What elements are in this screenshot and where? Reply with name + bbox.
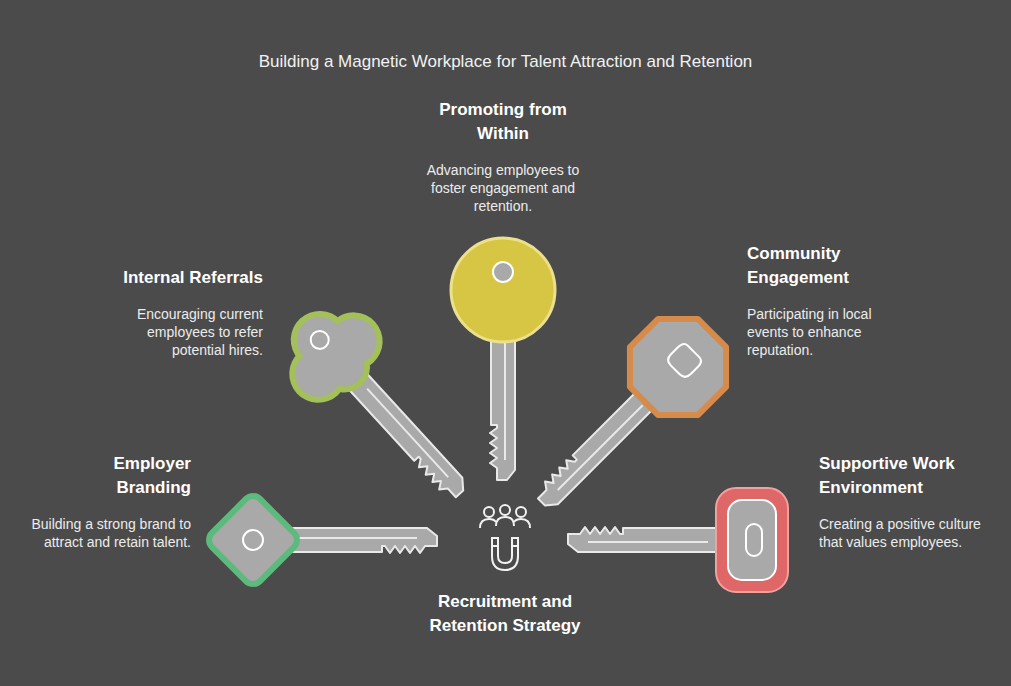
key-part <box>492 538 518 570</box>
octagon-key <box>508 299 746 537</box>
key-part <box>514 519 530 528</box>
key-part <box>451 238 555 342</box>
key-heading: Internal Referrals <box>103 266 263 290</box>
referrals-key-label: Internal ReferralsEncouraging current em… <box>103 266 263 359</box>
key-part <box>716 488 788 592</box>
key-part <box>287 528 437 553</box>
key-part <box>480 519 496 528</box>
strategy-label: Recruitment and Retention Strategy <box>415 590 595 638</box>
key-heading: Promoting from Within <box>418 98 588 146</box>
key-part <box>493 262 513 282</box>
diamond-key <box>205 492 437 588</box>
key-description: Participating in local events to enhance… <box>747 305 897 359</box>
key-part <box>349 375 469 502</box>
key-description: Encouraging current employees to refer p… <box>103 305 263 359</box>
key-heading: Supportive Work Environment <box>819 452 984 500</box>
key-description: Creating a positive culture that values … <box>819 515 984 551</box>
key-part <box>500 505 510 515</box>
key-part <box>261 283 401 422</box>
key-part <box>490 330 515 480</box>
key-part <box>307 327 332 352</box>
key-part <box>205 492 301 588</box>
key-heading: Community Engagement <box>747 242 897 290</box>
yellow-key <box>451 238 555 480</box>
environment-key-label: Supportive Work EnvironmentCreating a po… <box>819 452 984 551</box>
clover-key <box>261 283 499 529</box>
diagram-title: Building a Magnetic Workplace for Talent… <box>0 50 1011 74</box>
key-part <box>746 524 762 556</box>
key-part <box>243 530 263 550</box>
key-part <box>665 342 703 380</box>
key-part <box>728 500 776 580</box>
key-part <box>533 388 657 512</box>
key-part <box>610 299 746 435</box>
key-part <box>270 291 393 413</box>
red-key <box>568 488 788 592</box>
key-part <box>496 517 514 526</box>
key-part <box>516 507 526 517</box>
key-part <box>484 507 494 517</box>
key-heading: Recruitment and Retention Strategy <box>415 590 595 638</box>
promoting-key-label: Promoting from WithinAdvancing employees… <box>416 98 591 215</box>
community-key-label: Community EngagementParticipating in loc… <box>747 242 897 359</box>
key-description: Advancing employees to foster engagement… <box>416 161 591 215</box>
key-part <box>492 545 518 547</box>
key-description: Building a strong brand to attract and r… <box>26 515 191 551</box>
key-part <box>568 527 718 552</box>
branding-key-label: Employer BrandingBuilding a strong brand… <box>26 452 191 551</box>
magnet-icon <box>480 505 530 570</box>
key-heading: Employer Branding <box>91 452 191 500</box>
